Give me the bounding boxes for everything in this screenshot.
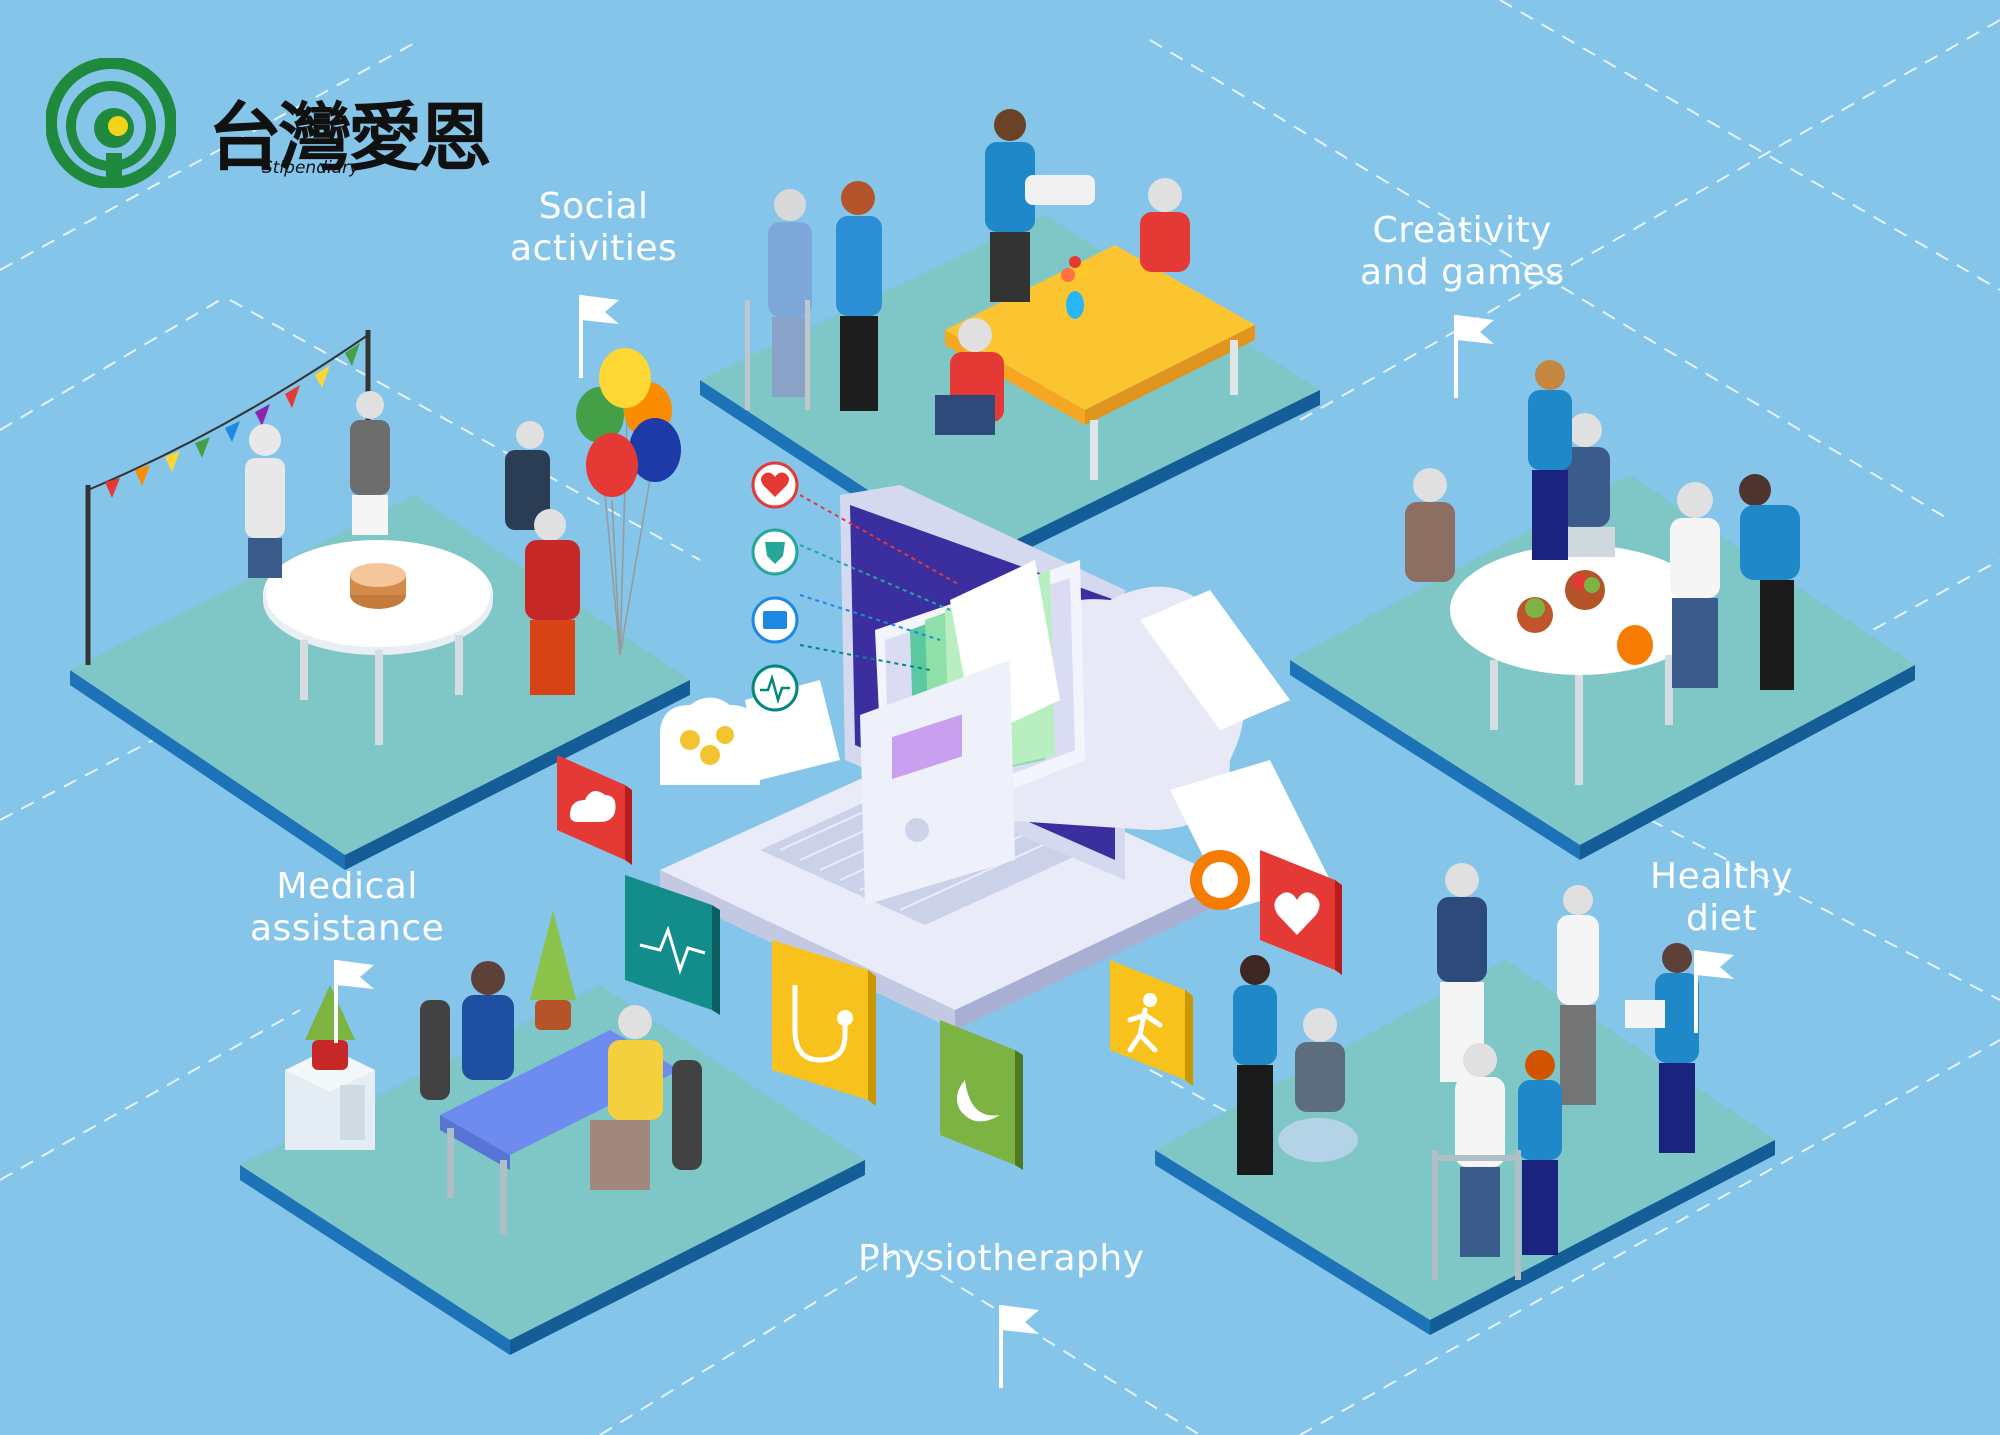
- creativity-scene: [1405, 360, 1800, 785]
- brand-name-en: Stipendiary: [262, 158, 360, 178]
- flag-icon: [999, 1305, 1039, 1388]
- pulse-tile-icon: [625, 875, 720, 1015]
- folder-icon: [751, 596, 799, 644]
- pulse-icon: [751, 664, 799, 712]
- social-scene: [85, 330, 681, 745]
- flag-icon: [334, 960, 374, 1043]
- label-healthy-diet: Healthy diet: [1650, 856, 1794, 939]
- runner-icon: [1110, 960, 1193, 1086]
- label-physiotheraphy: Physiotheraphy: [858, 1238, 1145, 1279]
- heart-tile-icon: [1260, 850, 1342, 975]
- label-medical-assistance: Medical assistance: [250, 866, 445, 949]
- brand-name-cn: 台灣愛恩: [208, 95, 492, 181]
- flag-icon: [1454, 315, 1494, 398]
- label-creativity-games: Creativity and games: [1360, 210, 1565, 293]
- balloon-icon: [576, 348, 681, 656]
- physio-scene: [1233, 863, 1699, 1280]
- flag-icon: [1694, 950, 1734, 1033]
- cloud-icon: [557, 755, 632, 865]
- dining-scene: [745, 109, 1255, 480]
- label-social-activities: Social activities: [510, 186, 678, 269]
- flag-icon: [579, 295, 619, 378]
- shield-icon: [751, 528, 799, 576]
- laptop-illustration: [660, 485, 1330, 1030]
- brand-logo-icon: [46, 58, 176, 188]
- stethoscope-icon: [772, 940, 876, 1106]
- medical-scene: [285, 910, 702, 1235]
- heart-icon: [751, 461, 799, 509]
- moon-icon: [940, 1020, 1023, 1170]
- platform-medical: [240, 985, 865, 1355]
